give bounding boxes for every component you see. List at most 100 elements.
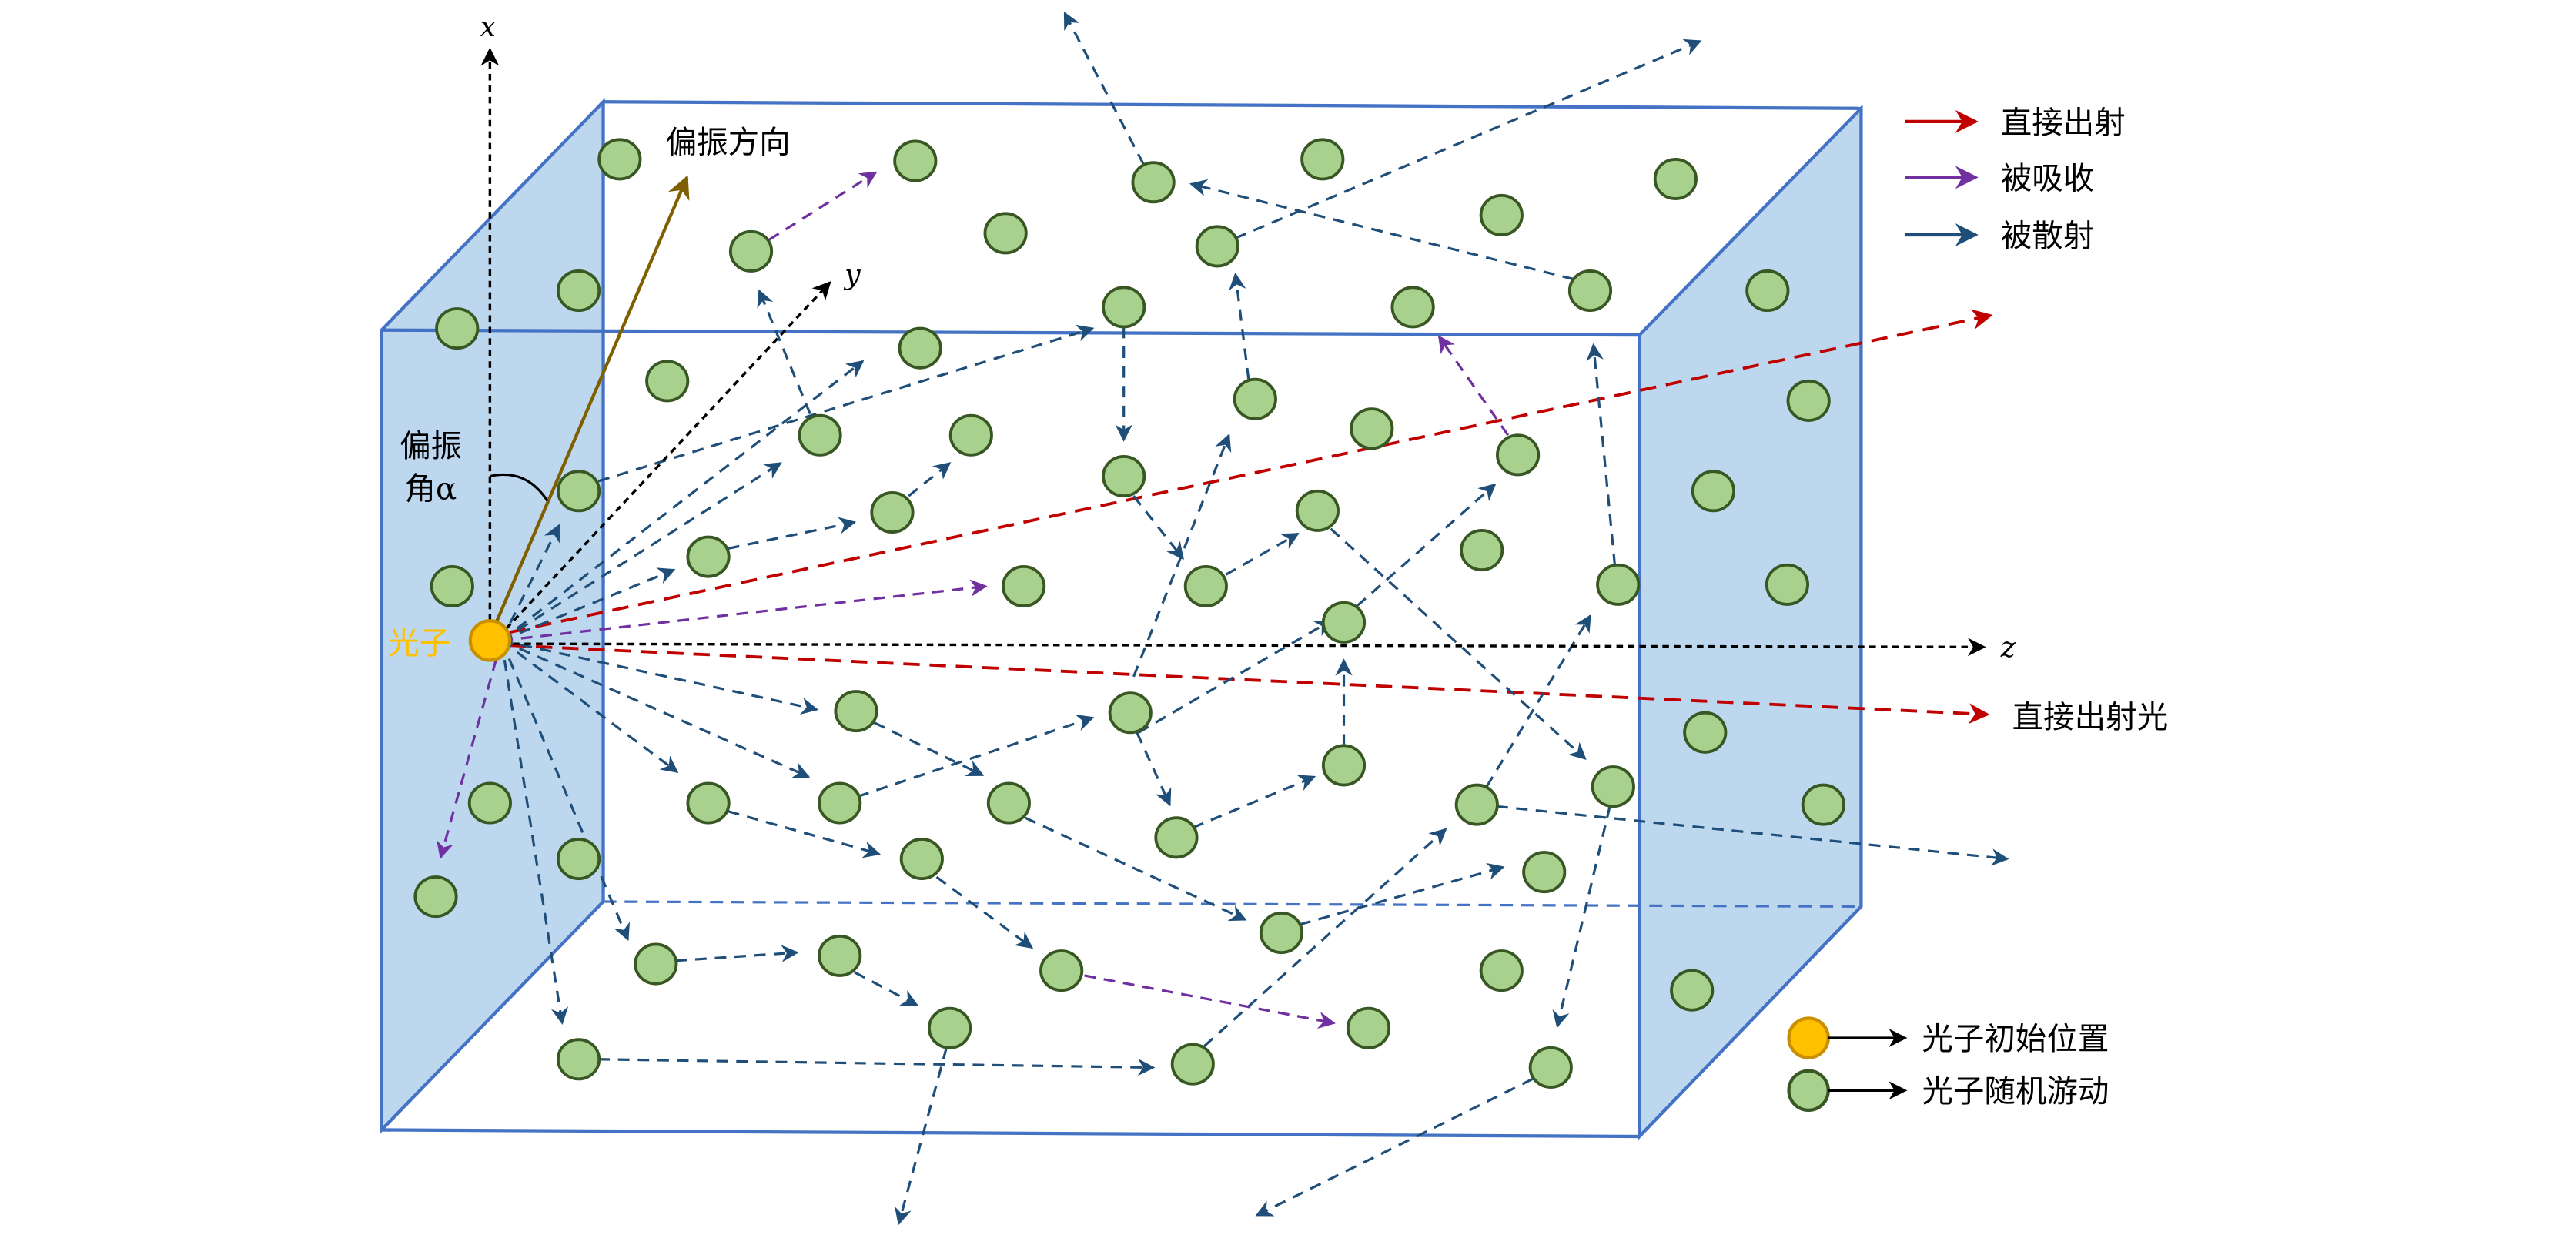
- scattered-path: [597, 324, 1095, 483]
- scattered-path: [598, 1058, 1156, 1076]
- scattered-path: [1485, 614, 1591, 788]
- particle: [898, 326, 942, 370]
- particle: [1479, 949, 1524, 992]
- bottom-front-edge: [381, 1128, 1640, 1139]
- legend-bottom: 光子初始位置 光子随机游动: [1787, 1016, 2109, 1113]
- scattered-path: [1586, 343, 1617, 565]
- legend-absorbed-label: 被吸收: [2001, 159, 2095, 196]
- scattered-path: [1189, 179, 1574, 281]
- scattered-path: [500, 640, 569, 1026]
- particle: [1460, 529, 1504, 572]
- particle: [1259, 912, 1304, 955]
- scattered-path: [1136, 731, 1172, 807]
- scattered-path: [728, 810, 882, 858]
- particles: [413, 138, 1845, 1089]
- particle: [1346, 1006, 1391, 1049]
- scattered-path: [1229, 272, 1250, 380]
- particle: [1591, 765, 1635, 808]
- particle: [556, 838, 601, 881]
- scattered-path: [500, 524, 560, 641]
- particle: [1350, 407, 1394, 450]
- scattered-path: [500, 360, 865, 642]
- absorbed-path: [437, 640, 503, 859]
- particle: [928, 1006, 972, 1049]
- y-axis-label: y: [843, 258, 861, 291]
- scattered-path: [1203, 828, 1447, 1047]
- scattered-path: [1235, 38, 1702, 239]
- particle: [556, 269, 601, 313]
- legend-photon-label: 光子初始位置: [1922, 1020, 2109, 1057]
- particle: [1131, 161, 1176, 204]
- absorbed-path: [1084, 974, 1336, 1029]
- particle: [597, 138, 642, 181]
- legend-scattered-label: 被散射: [2001, 217, 2095, 254]
- left-face: [380, 97, 605, 1134]
- y-axis: [497, 281, 831, 638]
- particle: [645, 360, 690, 403]
- particle: [1801, 783, 1845, 826]
- particle: [983, 212, 1028, 255]
- legend-photon-icon: [1787, 1016, 1830, 1059]
- scattered-path: [1025, 816, 1247, 922]
- scattered-path: [1132, 495, 1184, 560]
- absorbed-path: [768, 171, 878, 241]
- particle: [1295, 489, 1340, 532]
- particle: [1102, 455, 1146, 498]
- particle: [634, 942, 678, 986]
- particle: [435, 307, 480, 350]
- polarization-angle-label-1: 偏振: [400, 427, 462, 464]
- polarization-direction-label: 偏振方向: [666, 123, 791, 160]
- scattered-path: [500, 567, 676, 642]
- scattered-path: [728, 517, 857, 550]
- medium-box: [380, 97, 1863, 1141]
- scattered-path: [500, 639, 811, 778]
- scattered-path: [908, 462, 952, 497]
- photon-label: 光子: [388, 624, 450, 661]
- particle: [834, 690, 878, 733]
- bottom-back-edge: [603, 900, 1862, 909]
- particle: [1691, 470, 1736, 513]
- legend-top: 直接出射 被吸收 被散射: [1905, 104, 2126, 254]
- particle: [899, 838, 944, 881]
- particle: [893, 139, 938, 182]
- scattered-path: [500, 639, 819, 715]
- scattered-path: [500, 462, 782, 642]
- scattered-path: [1255, 1077, 1534, 1217]
- particle: [948, 413, 993, 457]
- absorbed-path: [1437, 335, 1510, 437]
- particle: [1786, 379, 1831, 422]
- particle: [1183, 564, 1228, 607]
- scattered-path: [1063, 12, 1145, 166]
- particle: [1102, 286, 1146, 329]
- particle: [1567, 269, 1613, 313]
- particle: [870, 490, 915, 534]
- particle: [1522, 851, 1567, 894]
- particle: [1528, 1046, 1573, 1089]
- particle: [1670, 969, 1715, 1012]
- scattered-path: [1299, 862, 1505, 926]
- scattered-path: [500, 640, 631, 942]
- x-axis-label: x: [480, 10, 496, 43]
- legend-direct-label: 直接出射: [2001, 104, 2126, 141]
- scattered-path: [1192, 775, 1316, 829]
- direct-exit-path: [509, 644, 1990, 725]
- scattered-path: [500, 639, 679, 773]
- right-face: [1638, 104, 1863, 1141]
- scattered-path: [1132, 433, 1232, 678]
- particle: [1002, 564, 1046, 607]
- particle: [728, 229, 774, 273]
- particle: [1170, 1043, 1215, 1086]
- scattered-path: [1225, 532, 1300, 576]
- photon-initial: [468, 619, 512, 662]
- scattered-path: [675, 945, 799, 962]
- scattered-path: [854, 971, 918, 1006]
- particle: [1321, 601, 1367, 644]
- polarization-angle-arc: [490, 473, 549, 502]
- particle: [556, 1038, 601, 1081]
- particle: [818, 934, 862, 977]
- particle: [818, 781, 862, 825]
- scattered-path: [1496, 805, 2009, 866]
- particle: [1653, 157, 1698, 201]
